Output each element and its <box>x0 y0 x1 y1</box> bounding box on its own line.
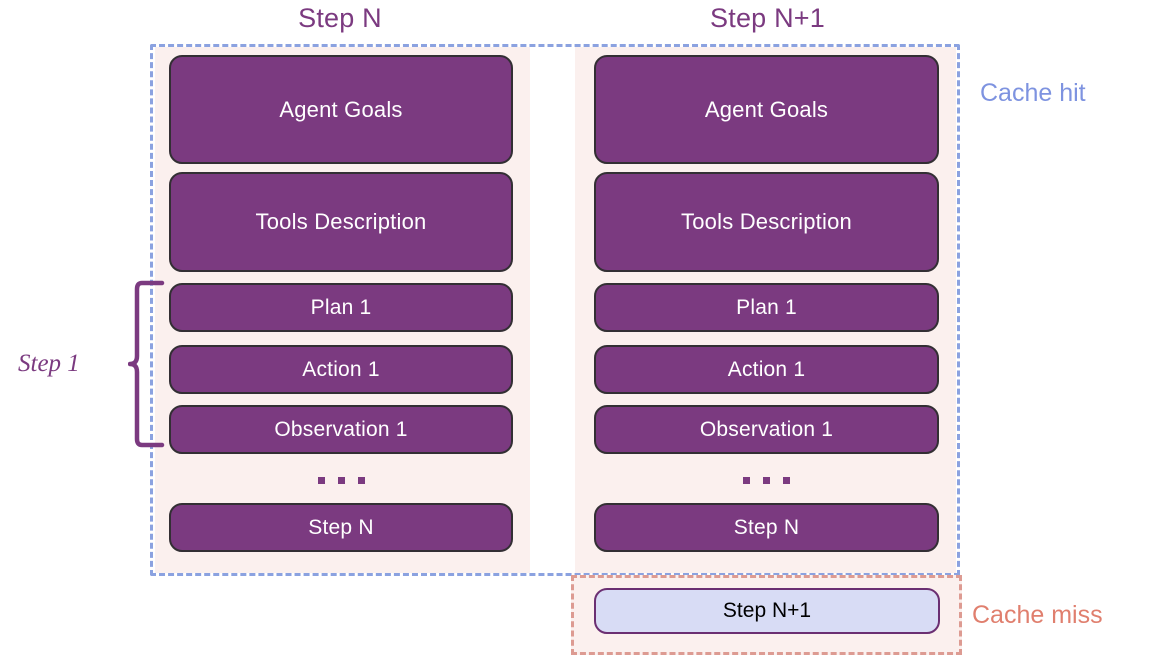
block-action-1-step-n-plus-1[interactable]: Action 1 <box>594 345 939 394</box>
ellipsis-step-n-plus-1 <box>594 466 939 494</box>
ellipsis-step-n <box>169 466 513 494</box>
ellipsis-dot <box>357 476 365 484</box>
ellipsis-dot <box>337 476 345 484</box>
block-step-n-plus-1-new[interactable]: Step N+1 <box>594 588 940 634</box>
ellipsis-dot <box>743 476 750 484</box>
block-tools-description-step-n[interactable]: Tools Description <box>169 172 513 272</box>
block-step-n-step-n-plus-1[interactable]: Step N <box>594 503 939 552</box>
brace-label-step-1: Step 1 <box>18 350 80 377</box>
column-title-step-n-plus-1: Step N+1 <box>710 3 825 33</box>
block-agent-goals-step-n-plus-1[interactable]: Agent Goals <box>594 55 939 164</box>
ellipsis-dot <box>317 476 325 484</box>
block-step-n-step-n[interactable]: Step N <box>169 503 513 552</box>
block-observation-1-step-n-plus-1[interactable]: Observation 1 <box>594 405 939 454</box>
column-title-step-n: Step N <box>298 3 382 33</box>
block-observation-1-step-n[interactable]: Observation 1 <box>169 405 513 454</box>
block-plan-1-step-n-plus-1[interactable]: Plan 1 <box>594 283 939 332</box>
block-plan-1-step-n[interactable]: Plan 1 <box>169 283 513 332</box>
ellipsis-dot <box>783 476 790 484</box>
label-cache-miss: Cache miss <box>972 601 1103 629</box>
label-cache-hit: Cache hit <box>980 79 1086 107</box>
block-tools-description-step-n-plus-1[interactable]: Tools Description <box>594 172 939 272</box>
ellipsis-dot <box>763 476 770 484</box>
block-agent-goals-step-n[interactable]: Agent Goals <box>169 55 513 164</box>
block-action-1-step-n[interactable]: Action 1 <box>169 345 513 394</box>
